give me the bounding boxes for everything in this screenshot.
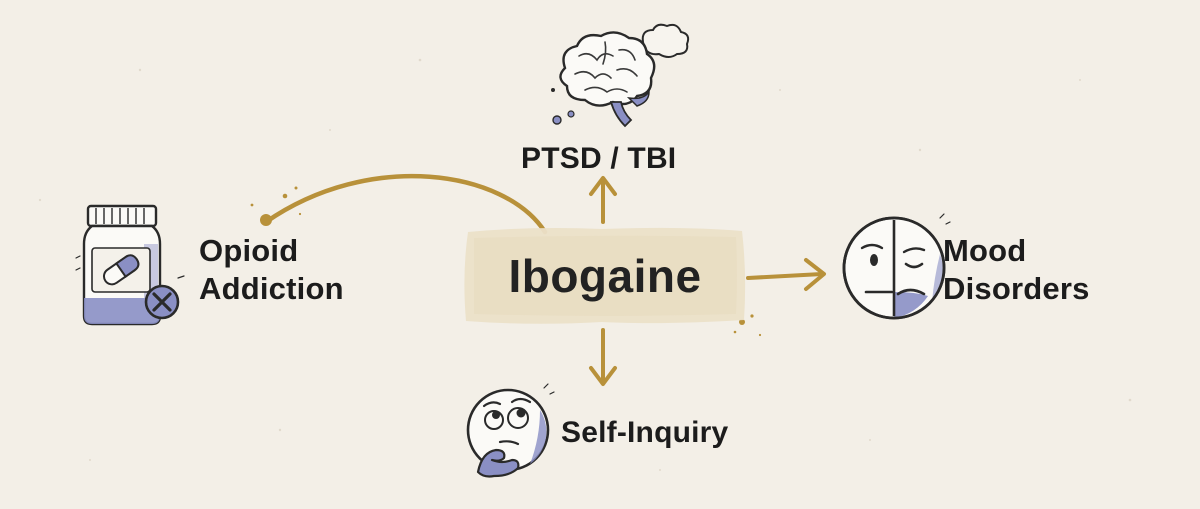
- brain-thought-bubble-icon: [551, 23, 690, 128]
- node-label-opioid-line1: Opioid: [199, 233, 299, 268]
- center-node-background: [464, 227, 746, 324]
- edge-opioid: [263, 174, 548, 235]
- node-label-opioid-line2: Addiction: [199, 271, 344, 306]
- node-label-self: Self-Inquiry: [561, 416, 729, 449]
- edge-self: [589, 328, 617, 386]
- pill-bottle-icon: [75, 204, 185, 326]
- node-label-mood-line2: Disorders: [943, 271, 1090, 306]
- edge-opioid-dot: [260, 214, 272, 226]
- node-label-ptsd: PTSD / TBI: [521, 142, 677, 175]
- edge-ptsd: [589, 176, 617, 224]
- node-label-mood-line1: Mood: [943, 233, 1027, 268]
- edge-mood: [746, 258, 826, 291]
- node-label-mood: Mood Disorders: [943, 232, 1090, 308]
- ink-splatter-center: [733, 314, 762, 337]
- center-node-label: Ibogaine: [508, 250, 702, 302]
- thinking-face-icon: [466, 383, 555, 478]
- ink-splatter-left: [250, 186, 302, 216]
- center-node: Ibogaine: [462, 224, 748, 328]
- node-label-opioid: Opioid Addiction: [199, 232, 344, 308]
- split-face-icon: [842, 213, 951, 320]
